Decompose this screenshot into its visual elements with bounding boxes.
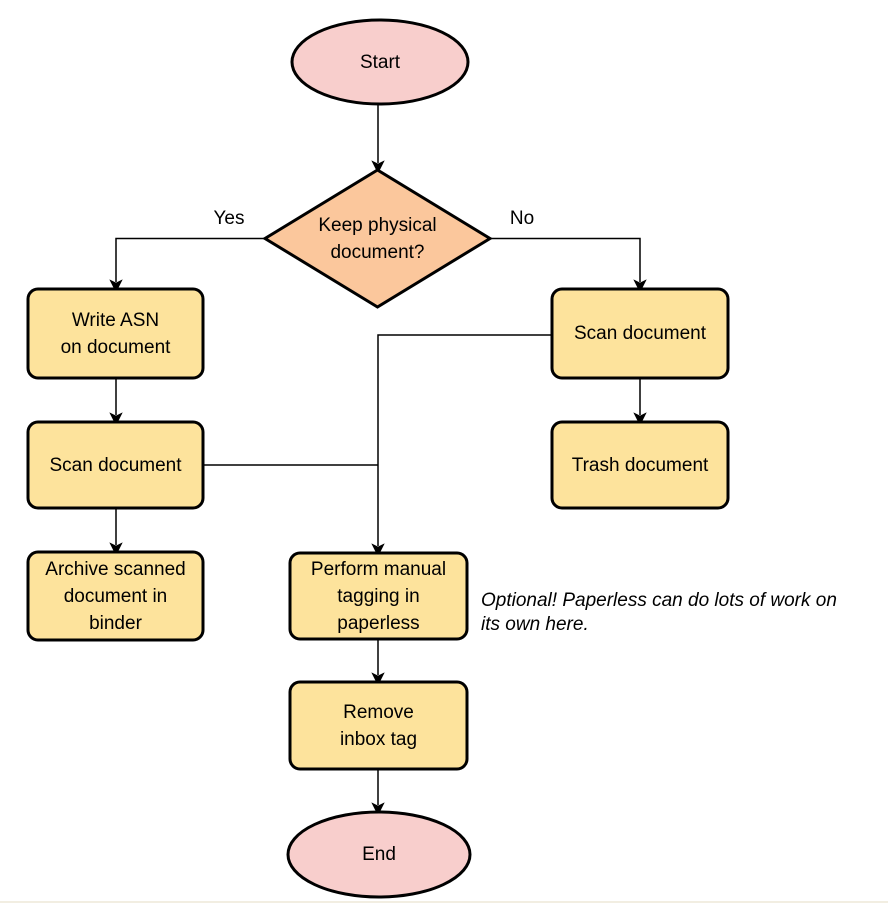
- bottom-divider: [0, 901, 888, 903]
- scan-left-node-shape: [26, 420, 205, 510]
- trash-node-shape: [550, 420, 730, 510]
- optional-annotation: Optional! Paperless can do lots of work …: [481, 590, 837, 635]
- start-node-shape: [290, 18, 470, 106]
- edge-decision-no-to-scan-right: [490, 237, 647, 293]
- yes-edge-label: Yes: [213, 208, 245, 229]
- tagging-node-shape: [288, 551, 469, 641]
- no-edge-label: No: [509, 208, 535, 229]
- edge-decision-yes-to-write-asn: [109, 237, 265, 293]
- edge-scan-right-to-tagging: [371, 334, 552, 557]
- decision-node-shape: [262, 168, 493, 309]
- remove-inbox-node-shape: [288, 680, 469, 771]
- write-asn-node-shape: [26, 287, 205, 380]
- archive-node-shape: [26, 550, 205, 642]
- scan-right-node-shape: [550, 287, 730, 380]
- end-node-shape: [286, 810, 472, 899]
